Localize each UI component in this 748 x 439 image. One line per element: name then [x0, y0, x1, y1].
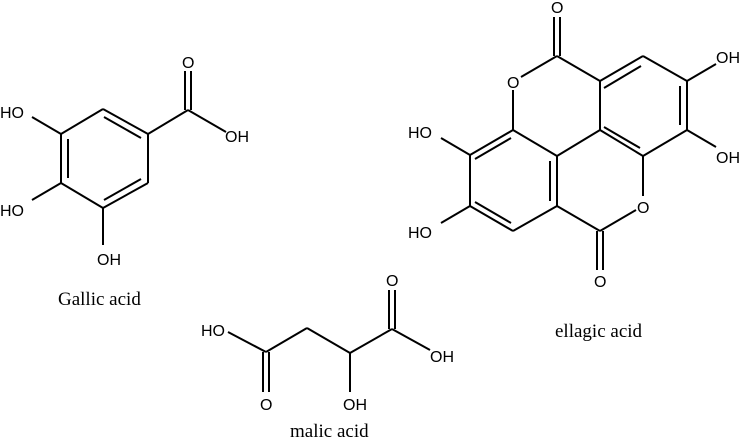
gallic-acid-oh-label: OH — [225, 129, 249, 146]
gallic-acid-caption: Gallic acid — [58, 289, 141, 310]
ellagic-ring-o-top-label: O — [507, 75, 519, 92]
gallic-carbonyl-o-label: O — [182, 55, 194, 72]
gallic-acid-structure: O OH HO HO OH Gallic acid — [0, 55, 249, 310]
malic-acid-structure: HO O OH O OH malic acid — [201, 273, 454, 439]
malic-carbonyl-o-right-label: O — [386, 273, 398, 290]
gallic-ho-top-label: HO — [0, 105, 24, 122]
ellagic-carbonyl-o-top-label: O — [551, 0, 563, 17]
ellagic-ring-o-bottom-label: O — [637, 200, 649, 217]
ellagic-carbonyl-o-bottom-label: O — [594, 274, 606, 291]
ellagic-acid-structure: O O OH OH HO HO O O ellagic acid — [408, 0, 740, 342]
gallic-bonds — [31, 71, 227, 245]
gallic-ho-mid-label: HO — [0, 203, 24, 220]
ellagic-ho-left-top-label: HO — [408, 125, 432, 142]
malic-oh-right-label: OH — [430, 349, 454, 366]
malic-acid-caption: malic acid — [290, 421, 369, 439]
malic-oh-alpha-label: OH — [343, 397, 367, 414]
gallic-oh-bottom-label: OH — [97, 252, 121, 269]
malic-ho-left-label: HO — [201, 323, 225, 340]
ellagic-bonds — [440, 17, 717, 270]
malic-bonds — [227, 290, 431, 392]
ellagic-oh-right-top-label: OH — [716, 50, 740, 67]
ellagic-oh-right-bottom-label: OH — [716, 150, 740, 167]
ellagic-acid-caption: ellagic acid — [555, 321, 643, 342]
ellagic-ho-left-bottom-label: HO — [408, 225, 432, 242]
malic-carbonyl-o-left-label: O — [260, 397, 272, 414]
